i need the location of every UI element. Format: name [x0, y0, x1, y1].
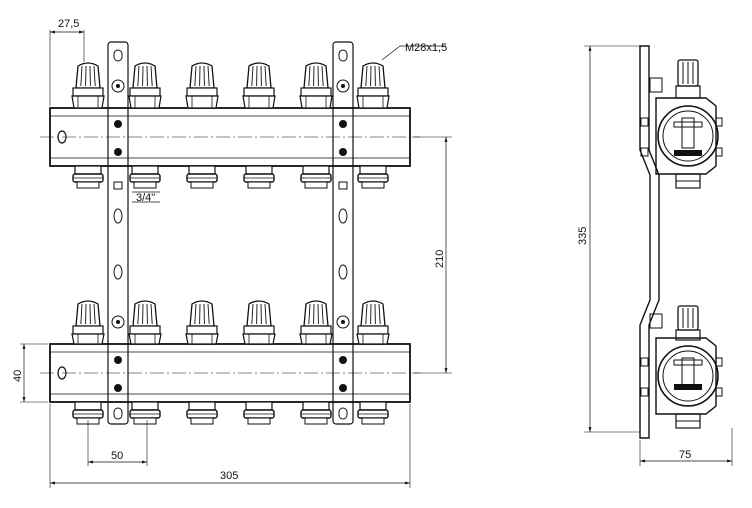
- bottom-valve-row: [71, 300, 390, 425]
- bottom-valve-2: [128, 300, 162, 345]
- top-outlet-4: [243, 165, 275, 189]
- side-lower-body: [640, 337, 723, 415]
- dim-label-210: 210: [434, 250, 446, 268]
- right-bracket: [332, 41, 354, 425]
- top-valve-row: [71, 62, 390, 189]
- bottom-outlet-4: [243, 401, 275, 425]
- bottom-outlet-5: [300, 401, 332, 425]
- bottom-valve-6: [356, 300, 390, 345]
- dim-label-335: 335: [577, 227, 589, 245]
- bottom-outlet-2: [129, 401, 161, 425]
- front-view: 27,5 M28x1,5 3/4" 210 40: [12, 18, 452, 488]
- side-mounting-plate: [639, 45, 660, 439]
- dim-label-305: 305: [220, 470, 238, 482]
- dim-outlet-pitch: 50: [87, 420, 148, 466]
- top-manifold-bar: [40, 107, 420, 167]
- dim-total-width: 305: [49, 404, 411, 488]
- side-upper-body: [640, 97, 723, 175]
- bottom-manifold-bar: [40, 343, 420, 403]
- connection-label: 3/4": [136, 192, 155, 204]
- top-valve-1: [71, 62, 105, 109]
- bottom-outlet-3: [186, 401, 218, 425]
- dim-first-outlet-offset: 27,5: [49, 18, 85, 106]
- top-outlet-6: [357, 165, 389, 189]
- top-outlet-1: [72, 165, 104, 189]
- dim-side-depth: 75: [639, 428, 733, 466]
- bottom-valve-1: [71, 300, 105, 345]
- dim-label-40: 40: [12, 370, 24, 382]
- connection-callout: 3/4": [132, 191, 160, 204]
- left-bracket: [107, 41, 129, 425]
- top-outlet-5: [300, 165, 332, 189]
- bottom-valve-4: [242, 300, 276, 345]
- side-upper-valve: [649, 59, 701, 189]
- top-valve-3: [185, 62, 219, 109]
- dim-label-50: 50: [111, 450, 123, 462]
- thread-label: M28x1,5: [405, 42, 447, 54]
- dim-bar-height: 40: [12, 343, 48, 403]
- top-outlet-2: [129, 165, 161, 189]
- dim-axis-distance: 210: [412, 136, 452, 374]
- bottom-valve-3: [185, 300, 219, 345]
- bottom-outlet-6: [357, 401, 389, 425]
- bottom-valve-5: [299, 300, 333, 345]
- dim-label-75: 75: [679, 449, 691, 461]
- dim-label-27-5: 27,5: [58, 18, 79, 30]
- top-valve-5: [299, 62, 333, 109]
- top-valve-2: [128, 62, 162, 109]
- side-view: 335 75: [577, 45, 733, 466]
- top-valve-4: [242, 62, 276, 109]
- thread-callout: M28x1,5: [381, 42, 447, 61]
- bracket-screws: [111, 79, 350, 392]
- dim-side-height: 335: [577, 45, 640, 433]
- top-valve-6: [356, 62, 390, 109]
- side-lower-valve: [649, 305, 701, 429]
- top-outlet-3: [186, 165, 218, 189]
